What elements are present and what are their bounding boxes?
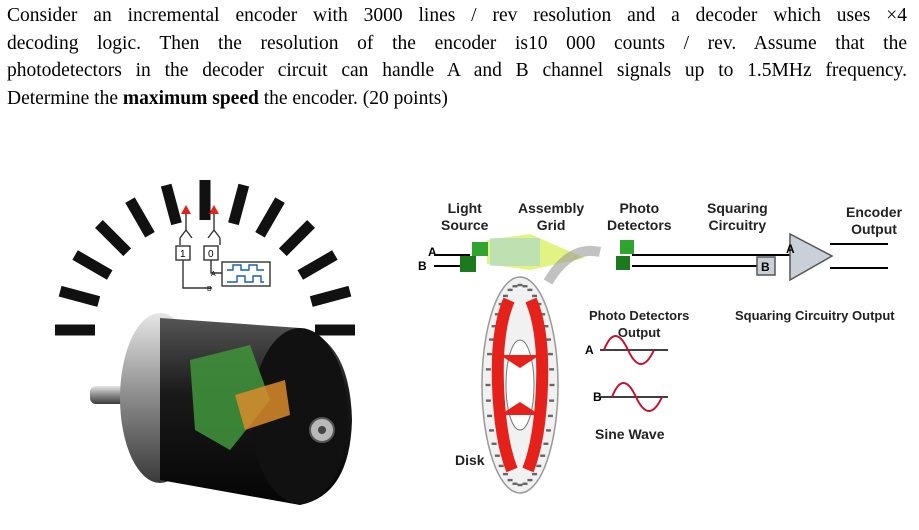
encoder-disk [481, 276, 559, 494]
sine-b-label: B [593, 390, 602, 404]
disk-slot [498, 464, 504, 468]
squaring-amplifier [756, 232, 834, 282]
disk-slot [546, 429, 552, 432]
disk-arrow-head-top [500, 355, 540, 368]
bit-label-0: 0 [208, 249, 214, 260]
disk-slot [543, 442, 549, 445]
sine-waves [600, 335, 668, 412]
light-source [434, 242, 488, 272]
channel-b-label: B [418, 259, 427, 273]
disk-slot [485, 399, 491, 402]
disk-slot [491, 442, 497, 445]
disk-slot [485, 383, 491, 387]
disk-slot [512, 482, 518, 485]
disk-rotation-arrow-right [522, 297, 549, 473]
disk-slot [488, 338, 494, 341]
track-bar [309, 285, 352, 307]
track-bar [125, 197, 155, 238]
disk-arrow-head-bottom [500, 402, 540, 415]
amp-label-b: B [761, 260, 770, 274]
disk-slot [502, 472, 508, 476]
channel-a-label: A [428, 245, 437, 259]
photo-detectors-label: Photo Detectors [607, 200, 672, 233]
track-bar [297, 250, 338, 280]
disk-rotation-arrow-left [491, 297, 518, 473]
disk-slot [536, 464, 542, 468]
squaring-circuitry-label: Squaring Circuitry [707, 200, 768, 233]
disk-slot [507, 288, 513, 292]
disk-slot [547, 352, 553, 356]
amp-label-a: A [786, 242, 795, 256]
track-bar [58, 285, 101, 307]
channel-b-small: B [207, 286, 212, 293]
disk-slot [512, 285, 518, 288]
disk-slot [485, 368, 491, 371]
disk-slot [494, 454, 500, 457]
disk-slot [517, 283, 523, 287]
track-bar [228, 183, 250, 226]
disk-slot [549, 368, 555, 371]
disk-slot [487, 414, 493, 418]
photo-detector-blocks [616, 240, 634, 270]
connector-pin [318, 426, 326, 434]
problem-line-2: decoding logic. Then the resolution of t… [7, 32, 907, 54]
encoder-ribbon [235, 380, 290, 430]
encoder-output-label: Encoder Output [846, 204, 903, 237]
squaring-circuitry-output-label: Squaring Circuitry Output [735, 308, 895, 323]
channel-a-small: A [211, 271, 216, 278]
bit-label-1: 1 [180, 249, 186, 260]
disk-slot [527, 288, 533, 292]
disk-slot [517, 483, 523, 487]
disk-slot [532, 294, 538, 298]
disk-slot [532, 472, 538, 476]
assembly-grid [490, 238, 540, 266]
encoder-track-bars [55, 180, 355, 336]
grid-arc [543, 245, 602, 285]
track-bar [160, 183, 182, 226]
track-bar [72, 250, 113, 280]
sine-a-label: A [585, 343, 594, 357]
problem-line-4: Determine the maximum speed the encoder.… [7, 85, 907, 113]
disk-slot [491, 325, 497, 328]
disk-slot [522, 482, 528, 485]
disk-slot [547, 414, 553, 418]
disk-slot [527, 478, 533, 482]
photo-detectors-output-label: Photo Detectors Output [589, 308, 690, 340]
disk-slot [540, 454, 546, 457]
sine-wave-label: Sine Wave [595, 426, 665, 442]
problem-line-4-start: Determine the [7, 87, 123, 109]
assembly-grid-label: Assembly Grid [518, 200, 585, 233]
disk-slot [549, 383, 555, 387]
problem-line-3: photodetectors in the decoder circuit ca… [7, 60, 907, 81]
disk-slot [543, 325, 549, 328]
problem-line-1: Consider an incremental encoder with 300… [7, 5, 907, 26]
disk-slot [522, 285, 528, 288]
disk-slot [487, 352, 493, 356]
disk-slot [549, 399, 555, 402]
problem-line-4-bold: maximum speed [122, 87, 259, 109]
disk-slot [507, 478, 513, 482]
disk-slot [494, 313, 500, 316]
disk-slot [502, 294, 508, 298]
signal-lines [632, 243, 888, 269]
sensor-tree [175, 213, 271, 289]
disk-slot [546, 338, 552, 341]
disk-slot [540, 313, 546, 316]
light-source-label: Light Source [441, 200, 489, 233]
track-bar [255, 197, 285, 238]
track-bar [95, 220, 132, 257]
encoder-back [252, 328, 348, 504]
sensor-arrows [181, 205, 219, 214]
disk-slot [488, 429, 494, 432]
problem-line-4-end: the encoder. (20 points) [258, 87, 448, 109]
problem-statement: Consider an incremental encoder with 300… [7, 2, 907, 112]
disk-label: Disk [455, 452, 485, 468]
track-bar [278, 220, 315, 257]
